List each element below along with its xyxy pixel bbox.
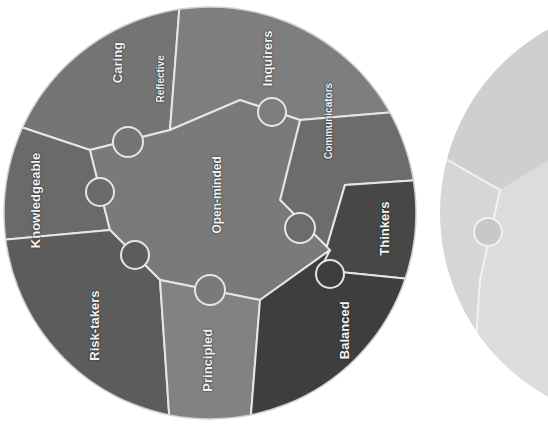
- piece-label: Open-minded: [212, 156, 225, 234]
- piece-label: Caring: [111, 41, 125, 83]
- puzzle-piece: Thinkers: [378, 200, 392, 255]
- piece-label: Reflective: [155, 54, 166, 102]
- piece-label: Balanced: [338, 301, 352, 359]
- puzzle-circle: [0, 0, 420, 427]
- puzzle-piece: Inquirers: [261, 30, 275, 86]
- piece-label: Principled: [201, 328, 215, 391]
- puzzle-piece: Caring: [111, 41, 125, 83]
- puzzle-piece: Open-minded: [212, 156, 225, 234]
- piece-label: Knowledgeable: [29, 152, 43, 248]
- piece-label: Risk-takers: [88, 289, 102, 360]
- puzzle-piece: Reflective: [155, 54, 166, 102]
- puzzle-piece: Knowledgeable: [29, 152, 43, 248]
- faded-puzzle-circle: [430, 0, 548, 427]
- puzzle-piece: Risk-takers: [88, 289, 102, 360]
- piece-label: Thinkers: [378, 200, 392, 255]
- puzzle-piece: Balanced: [338, 301, 352, 359]
- piece-label: Communicators: [323, 82, 334, 159]
- puzzle-piece: Communicators: [323, 82, 334, 159]
- piece-label: Inquirers: [261, 30, 275, 86]
- puzzle-piece: Principled: [201, 328, 215, 391]
